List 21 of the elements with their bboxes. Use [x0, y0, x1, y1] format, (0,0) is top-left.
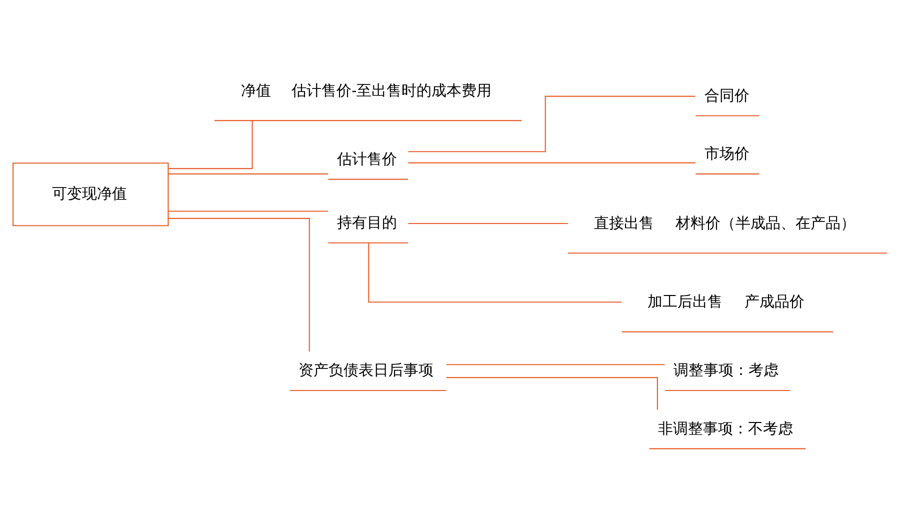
connector: [446, 376, 658, 410]
node-text: 调整事项：考虑: [674, 362, 779, 379]
node-text: 资产负债表日后事项: [298, 362, 434, 379]
connector: [168, 210, 328, 212]
node-text: 加工后出售 产成品价: [648, 293, 805, 310]
node-text: 估计售价: [336, 150, 397, 168]
connector: [408, 95, 696, 152]
node-text: 持有目的: [336, 214, 397, 231]
node-text: 直接出售 材料价（半成品、在产品）: [594, 214, 856, 232]
connector: [168, 120, 253, 169]
node-text: 净值 估计售价-至出售时的成本费用: [240, 82, 492, 99]
connector: [168, 172, 328, 174]
connector: [446, 364, 665, 365]
node-text: 市场价: [704, 145, 750, 162]
connector: [368, 242, 622, 302]
node-text: 合同价: [704, 86, 750, 104]
connector: [408, 162, 696, 163]
node-box: 可变现净值: [12, 162, 169, 226]
node-text: 非调整事项：不考虑: [658, 420, 793, 437]
connector: [408, 222, 568, 224]
connector: [168, 217, 310, 351]
